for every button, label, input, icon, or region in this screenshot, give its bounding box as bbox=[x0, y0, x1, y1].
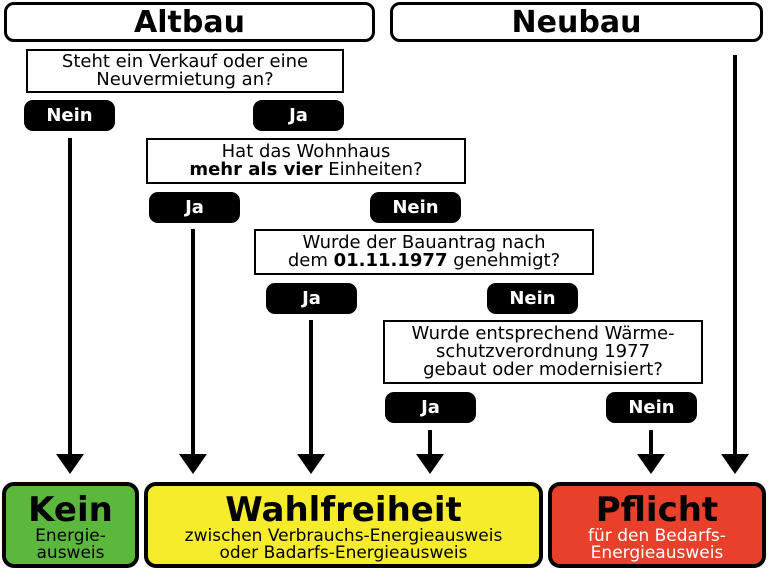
result-pflicht-sub1: für den Bedarfs- bbox=[588, 526, 726, 546]
question-einheiten-line2: mehr als vier Einheiten? bbox=[189, 161, 422, 179]
question-einheiten-bold: mehr als vier bbox=[189, 159, 323, 180]
result-wahlfreiheit-sub1: zwischen Verbrauchs-Energieausweis bbox=[184, 526, 503, 546]
question-einheiten-rest: Einheiten? bbox=[322, 159, 423, 180]
arrowhead-wahl-1 bbox=[179, 454, 207, 474]
arrowhead-pflicht-1 bbox=[637, 454, 665, 474]
question-waermeschutz-line1: Wurde entsprechend Wärme- bbox=[411, 323, 675, 344]
result-kein-sub2: ausweis bbox=[36, 543, 105, 563]
result-kein: Kein Energie- ausweis bbox=[2, 482, 139, 568]
result-pflicht-title: Pflicht bbox=[595, 490, 719, 530]
result-wahlfreiheit-sub2: oder Badarfs-Energieausweis bbox=[219, 543, 468, 563]
answer-q3-nein: Nein bbox=[487, 283, 578, 314]
question-waermeschutz: Wurde entsprechend Wärme- schutzverordnu… bbox=[383, 320, 703, 384]
question-verkauf-line2: Neuvermietung an? bbox=[96, 69, 274, 90]
answer-q2-nein: Nein bbox=[370, 192, 461, 223]
arrowhead-kein bbox=[56, 454, 84, 474]
question-bauantrag: Wurde der Bauantrag nach dem 01.11.1977 … bbox=[254, 229, 594, 275]
question-verkauf-line1: Steht ein Verkauf oder eine bbox=[61, 51, 309, 72]
arrowhead-wahl-2 bbox=[297, 454, 325, 474]
answer-q1-ja: Ja bbox=[253, 100, 344, 131]
answer-q4-nein: Nein bbox=[606, 392, 697, 423]
answer-q4-ja: Ja bbox=[385, 392, 476, 423]
question-waermeschutz-line2: schutzverordnung 1977 bbox=[435, 341, 651, 362]
question-bauantrag-line1: Wurde der Bauantrag nach bbox=[302, 232, 546, 253]
answer-q2-ja: Ja bbox=[149, 192, 240, 223]
result-kein-title: Kein bbox=[28, 490, 113, 530]
question-bauantrag-rest: genehmigt? bbox=[447, 250, 561, 271]
question-verkauf: Steht ein Verkauf oder eine Neuvermietun… bbox=[26, 49, 344, 93]
arrowhead-wahl-3 bbox=[416, 454, 444, 474]
question-bauantrag-line2: dem 01.11.1977 genehmigt? bbox=[288, 252, 560, 270]
header-altbau: Altbau bbox=[4, 2, 375, 42]
result-pflicht: Pflicht für den Bedarfs- Energieausweis bbox=[548, 482, 766, 568]
result-pflicht-sub2: Energieausweis bbox=[590, 543, 724, 563]
header-neubau: Neubau bbox=[390, 2, 763, 42]
result-wahlfreiheit: Wahlfreiheit zwischen Verbrauchs-Energie… bbox=[144, 482, 543, 568]
question-einheiten: Hat das Wohnhaus mehr als vier Einheiten… bbox=[146, 138, 466, 184]
arrowhead-pflicht-2 bbox=[721, 454, 749, 474]
question-einheiten-line1: Hat das Wohnhaus bbox=[221, 141, 391, 162]
question-bauantrag-date: 01.11.1977 bbox=[333, 250, 448, 271]
question-waermeschutz-line3: gebaut oder modernisiert? bbox=[423, 359, 663, 380]
answer-q3-ja: Ja bbox=[266, 283, 357, 314]
result-wahlfreiheit-title: Wahlfreiheit bbox=[225, 490, 462, 530]
answer-q1-nein: Nein bbox=[24, 100, 115, 131]
question-bauantrag-pre: dem bbox=[287, 250, 334, 271]
result-kein-sub1: Energie- bbox=[35, 526, 106, 546]
